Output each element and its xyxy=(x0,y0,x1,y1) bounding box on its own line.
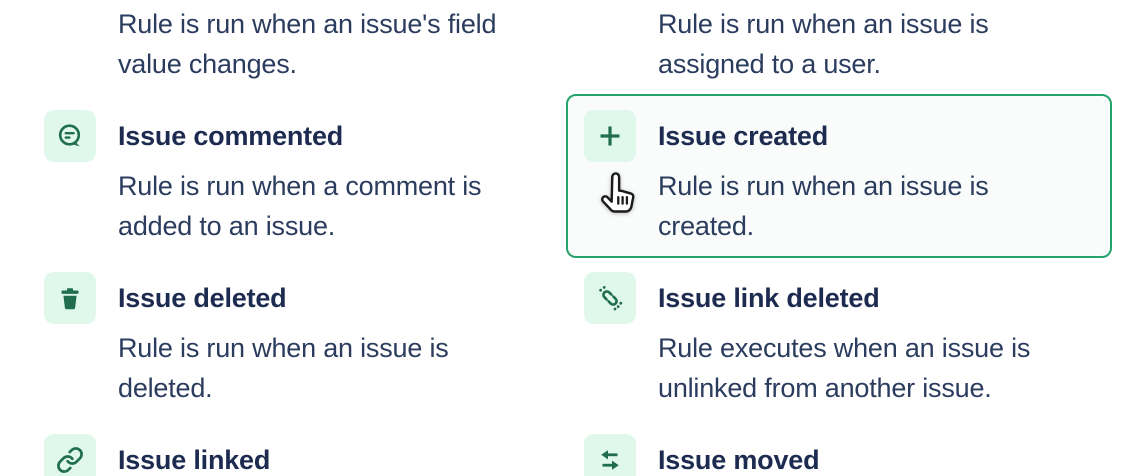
trigger-description: Rule is run when an issue is created. xyxy=(658,171,989,241)
comment-icon xyxy=(44,110,96,162)
trigger-title: Issue created xyxy=(658,120,828,151)
trigger-description: Rule is run when an issue is assigned to… xyxy=(658,9,989,79)
link-broken-icon xyxy=(584,272,636,324)
trigger-description: Rule is run when an issue's field value … xyxy=(118,9,497,79)
trigger-title: Issue moved xyxy=(658,444,820,475)
trigger-description: Rule is run when an issue is deleted. xyxy=(118,333,449,403)
trigger-title: Issue commented xyxy=(118,120,344,151)
trigger-card[interactable]: Issue link deleted Rule executes when an… xyxy=(566,256,1112,420)
trigger-title: Issue deleted xyxy=(118,282,287,313)
trigger-title: Issue link deleted xyxy=(658,282,880,313)
trigger-description: Rule executes when an issue is unlinked … xyxy=(658,333,1031,403)
trash-icon xyxy=(44,272,96,324)
trigger-card[interactable]: Issue deleted Rule is run when an issue … xyxy=(26,256,566,420)
trigger-card[interactable]: Issue created Rule is run when an issue … xyxy=(566,94,1112,258)
trigger-card[interactable]: Rule is run when an issue's field value … xyxy=(26,0,566,96)
trigger-card[interactable]: Issue linked xyxy=(26,418,566,476)
trigger-description: Rule is run when a comment is added to a… xyxy=(118,171,482,241)
trigger-card[interactable]: Issue moved xyxy=(566,418,1112,476)
plus-icon xyxy=(584,110,636,162)
trigger-grid: Rule is run when an issue's field value … xyxy=(26,0,1112,476)
trigger-card[interactable]: Issue commented Rule is run when a comme… xyxy=(26,94,566,258)
link-icon xyxy=(44,434,96,476)
trigger-card[interactable]: Rule is run when an issue is assigned to… xyxy=(566,0,1112,96)
trigger-title: Issue linked xyxy=(118,444,271,475)
move-arrows-icon xyxy=(584,434,636,476)
